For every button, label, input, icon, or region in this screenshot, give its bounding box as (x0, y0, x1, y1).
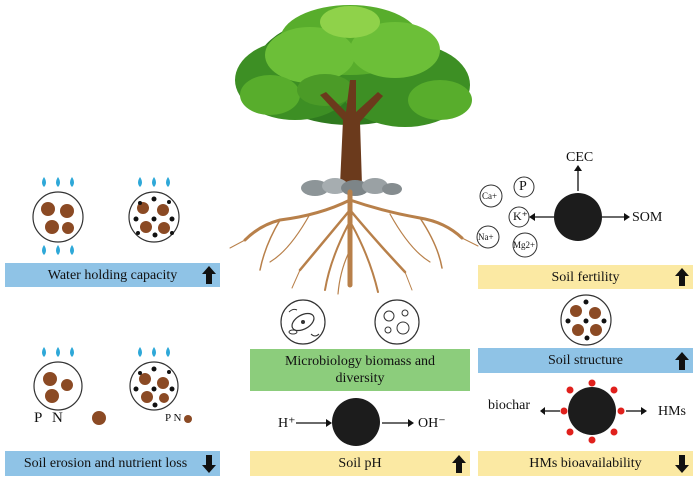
ph-illustration (296, 398, 414, 446)
erosion-banner: Soil erosion and nutrient loss (5, 451, 220, 476)
soil-aggregate-before (32, 191, 84, 243)
oh-ion-label: OH⁻ (418, 416, 446, 431)
hms-label: HMs (658, 404, 687, 419)
microbe-banner: Microbiology biomass and diversity (250, 349, 470, 391)
up-arrow-icon (675, 351, 689, 370)
fertility-label: Soil fertility (551, 269, 620, 285)
microbe-label: Microbiology biomass and diversity (284, 354, 436, 386)
tree-roots (229, 189, 479, 295)
up-arrow-icon (452, 454, 466, 473)
biochar-label: biochar (488, 398, 530, 413)
biochar-particle (332, 398, 380, 446)
water-holding-illustration (32, 177, 180, 255)
biochar-particle (568, 387, 616, 435)
na-ion-circle (476, 225, 500, 249)
ph-banner: Soil pH (250, 451, 470, 476)
hms-illustration (540, 379, 647, 444)
tree-trunk (320, 80, 383, 185)
fertility-banner: Soil fertility (478, 265, 693, 289)
erosion-illustration (33, 347, 192, 425)
erosion-n-label: N (52, 410, 63, 426)
structure-banner: Soil structure (478, 348, 693, 373)
cec-label: CEC (566, 150, 594, 165)
structure-label: Soil structure (547, 353, 624, 368)
mg-ion-circle (512, 232, 538, 258)
k-ion-circle (508, 206, 530, 228)
p-circle (513, 176, 535, 198)
bacteria-icon (280, 299, 326, 345)
ground-stones (301, 178, 402, 196)
soil-structure-illustration (560, 294, 612, 346)
water-holding-label: Water holding capacity (47, 267, 178, 283)
ca-ion-circle (479, 184, 503, 208)
h-ion-label: H⁺ (278, 416, 296, 431)
erosion-label: Soil erosion and nutrient loss (23, 456, 188, 471)
microbes-illustration (280, 299, 420, 345)
water-holding-banner: Water holding capacity (5, 263, 220, 287)
down-arrow-icon (202, 454, 216, 473)
ph-label: Soil pH (338, 456, 382, 471)
erosion-pn-small-label: P N (165, 412, 182, 424)
down-arrow-icon (675, 454, 689, 473)
som-label: SOM (632, 210, 663, 225)
fertility-illustration (476, 165, 630, 258)
hms-banner: HMs bioavailability (478, 451, 693, 476)
tree-illustration (229, 5, 479, 295)
heavy-metal-dot-icon (560, 379, 625, 444)
ca-ion-label: Ca+ (482, 191, 498, 201)
na-ion-label: Na+ (478, 232, 494, 242)
k-ion-label: K⁺ (513, 209, 528, 223)
water-drop-icon (42, 177, 170, 255)
up-arrow-icon (202, 266, 216, 284)
virus-icon (374, 299, 420, 345)
erosion-p-label: P (34, 410, 43, 426)
up-arrow-icon (675, 268, 689, 286)
biochar-particle (554, 193, 602, 241)
rain-drop-icon (42, 347, 170, 357)
mg-ion-label: Mg2+ (513, 240, 536, 250)
hms-bioavailability-label: HMs bioavailability (529, 456, 642, 471)
p-label: P (519, 179, 527, 194)
